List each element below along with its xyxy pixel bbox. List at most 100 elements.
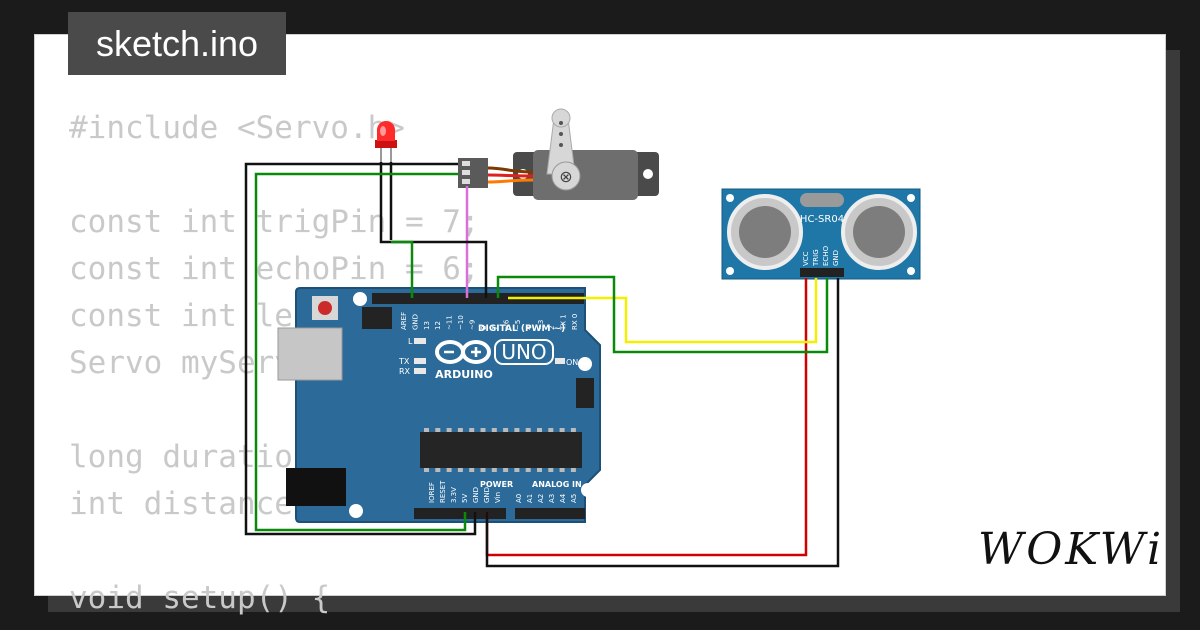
sensor-pin-label: ECHO [822, 245, 830, 266]
file-tab[interactable]: sketch.ino [68, 12, 286, 75]
chip-pin [446, 468, 452, 472]
chip-pin [480, 468, 486, 472]
top-pin-label: 12 [434, 321, 442, 330]
wire-yellow-trig[interactable] [508, 278, 818, 344]
sensor-name-label: HC-SR04 [800, 214, 844, 225]
wire-green-servo-vcc[interactable] [254, 172, 467, 532]
servo-shaft-icon: ⊗ [559, 167, 572, 186]
mounting-hole [353, 292, 367, 306]
top-pin-label: 13 [423, 321, 431, 330]
red-led[interactable] [375, 121, 397, 162]
chip-pin [491, 468, 497, 472]
tx-led-label: TX [398, 357, 410, 366]
digital-header [372, 293, 584, 304]
chip-pin [424, 468, 429, 472]
top-pin-label: ~6 [503, 319, 511, 330]
top-pin-label: 2 [548, 326, 556, 330]
top-pin-label: ~10 [457, 315, 465, 330]
wire-green-echo[interactable] [496, 275, 829, 354]
usb-port [277, 327, 343, 381]
bottom-pin-label: RESET [439, 480, 447, 503]
servo-motor[interactable]: ⊗ [458, 108, 659, 200]
chip-pin [525, 468, 531, 472]
sensor-pin-label: VCC [802, 251, 810, 266]
bottom-pin-label: 5V [461, 494, 469, 503]
top-pin-label: GND [411, 314, 419, 330]
chip-pin [435, 428, 441, 432]
servo-lead-orange [487, 178, 534, 184]
chip-pin [491, 428, 497, 432]
wokwi-logo: WOKWi [978, 524, 1165, 575]
chip-pin [548, 428, 554, 432]
chip-pin [457, 428, 463, 432]
top-pin-label: ~5 [514, 320, 522, 330]
preview-card: #include <Servo.h>const int trigPin = 7;… [34, 34, 1166, 616]
servo-lead-red [487, 173, 534, 178]
wires [244, 162, 840, 568]
mounting-hole [349, 504, 363, 518]
top-pin-label: 7 [491, 326, 499, 330]
top-pin-label: ~11 [446, 315, 454, 330]
digital-header-label: DIGITAL (PWM ~) [478, 324, 565, 334]
top-pin-label: RX 0 [571, 314, 579, 330]
icsp-header [362, 307, 392, 329]
bottom-pin-label: A0 [515, 494, 523, 503]
top-pin-label: 8 [480, 326, 488, 330]
code-line: const int trigPin = 7; [69, 204, 480, 240]
servo-screw-hole [643, 169, 653, 179]
chip-pin [514, 468, 520, 472]
on-led-label: ON [566, 358, 578, 367]
chip-pin [570, 468, 576, 472]
uno-label: UNO [501, 340, 546, 364]
chip-pins [424, 428, 576, 472]
code-line: const int echoPin = 6; [69, 251, 480, 287]
rx-led [414, 368, 426, 374]
chip-pin [525, 428, 531, 432]
analog-label: ANALOG IN [532, 480, 582, 489]
uno-badge [494, 339, 554, 365]
bottom-pin-label: A4 [559, 493, 567, 503]
wire-black-servo-gnd[interactable] [244, 162, 477, 536]
l-led [414, 338, 426, 344]
bottom-pin-label: GND [472, 487, 480, 503]
code-line: void setup() { [69, 580, 331, 616]
top-pin-label: TX 1 [560, 314, 568, 331]
power-jack [286, 468, 346, 506]
wire-black-led[interactable] [379, 162, 488, 298]
bottom-pin-label: Vin [494, 492, 502, 503]
arduino-logo-icon [435, 340, 491, 364]
top-pin-label: AREF [400, 312, 408, 330]
servo-shaft [551, 161, 581, 191]
chip-pin [503, 428, 509, 432]
icsp-header-2 [576, 378, 594, 408]
sensor-header [800, 268, 844, 277]
l-led-label: L [408, 337, 413, 346]
tx-led [414, 358, 426, 364]
power-label: POWER [480, 480, 513, 489]
bottom-pin-label: A2 [537, 494, 545, 503]
top-pin-label: ~3 [537, 320, 545, 330]
chip-pin [469, 468, 475, 472]
analog-header [515, 508, 585, 519]
wire-green-led[interactable] [391, 240, 414, 298]
reset-button-cap [318, 301, 332, 315]
bottom-pin-label: IOREF [428, 482, 436, 503]
chip-pin [537, 428, 542, 432]
servo-horn-tip [551, 108, 571, 128]
bottom-pin-label: A5 [570, 494, 578, 503]
chip-pin [469, 428, 475, 432]
chip-pin [503, 468, 509, 472]
sensor-crystal [800, 193, 844, 207]
power-header [414, 508, 506, 519]
sensor-pin-label: GND [832, 250, 840, 266]
wire-black-gnd[interactable] [485, 278, 840, 568]
chip-pin [457, 468, 463, 472]
servo-lead-brown [487, 166, 534, 174]
bottom-pin-label: 3.3V [450, 487, 458, 503]
on-led [555, 358, 565, 364]
